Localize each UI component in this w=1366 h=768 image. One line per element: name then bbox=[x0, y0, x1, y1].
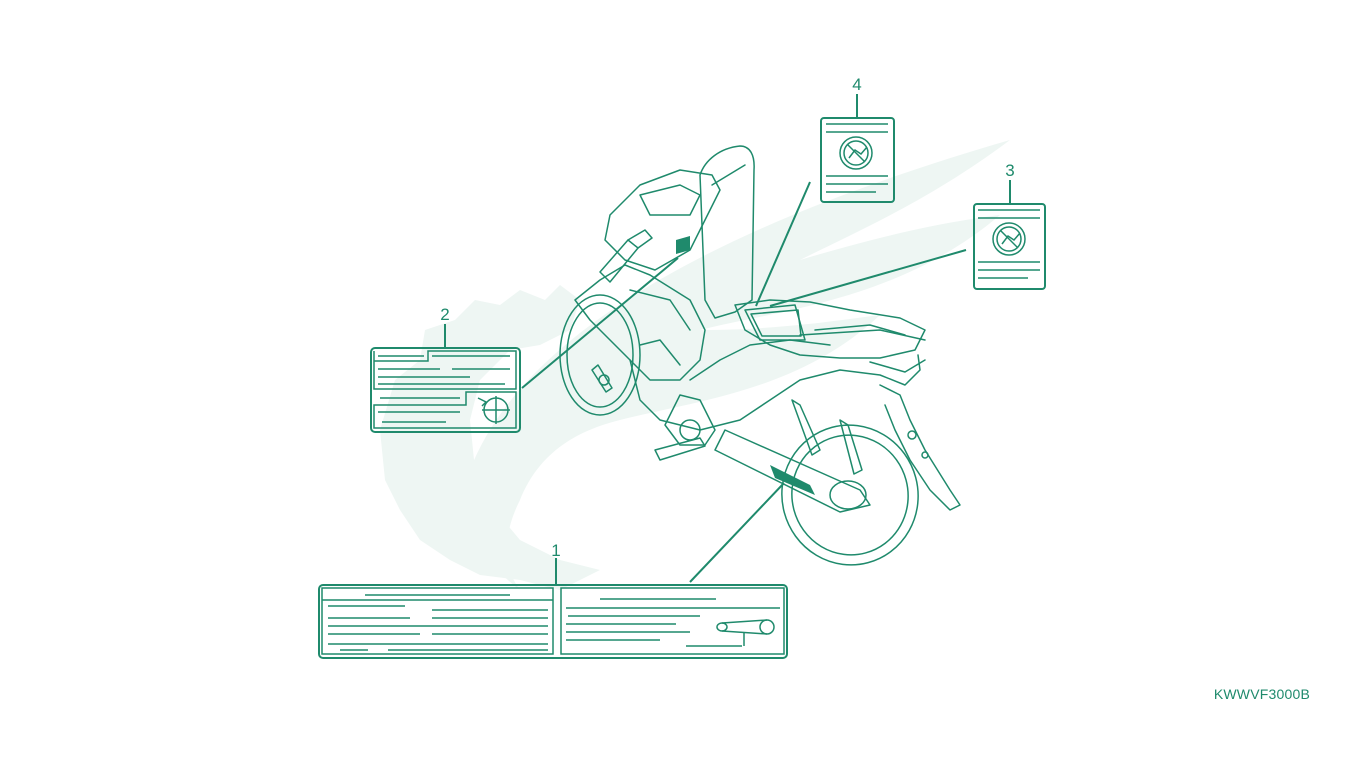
callout-number-4: 4 bbox=[852, 75, 861, 94]
wheel-target-icon bbox=[477, 396, 510, 424]
label-1-drive-chain[interactable] bbox=[318, 584, 788, 659]
watermark-logo-icon bbox=[380, 140, 1010, 590]
leader-line-2 bbox=[521, 257, 679, 389]
no-service-icon bbox=[839, 136, 873, 170]
label-3-warning[interactable] bbox=[973, 203, 1046, 290]
label-4-warning[interactable] bbox=[820, 117, 895, 203]
leader-line-4 bbox=[755, 181, 811, 307]
callout-number-2: 2 bbox=[440, 305, 449, 324]
callout-number-1: 1 bbox=[551, 541, 560, 560]
leader-line-3 bbox=[769, 249, 967, 307]
motorcycle-illustration bbox=[559, 145, 961, 566]
chain-icon bbox=[716, 619, 775, 646]
callout-number-3: 3 bbox=[1005, 161, 1014, 180]
leader-line-1 bbox=[689, 482, 785, 583]
leader-lines bbox=[444, 94, 1011, 585]
drawing-code: KWWVF3000B bbox=[1213, 686, 1310, 702]
label-2-frame[interactable] bbox=[370, 347, 521, 433]
no-service-icon bbox=[992, 222, 1026, 256]
